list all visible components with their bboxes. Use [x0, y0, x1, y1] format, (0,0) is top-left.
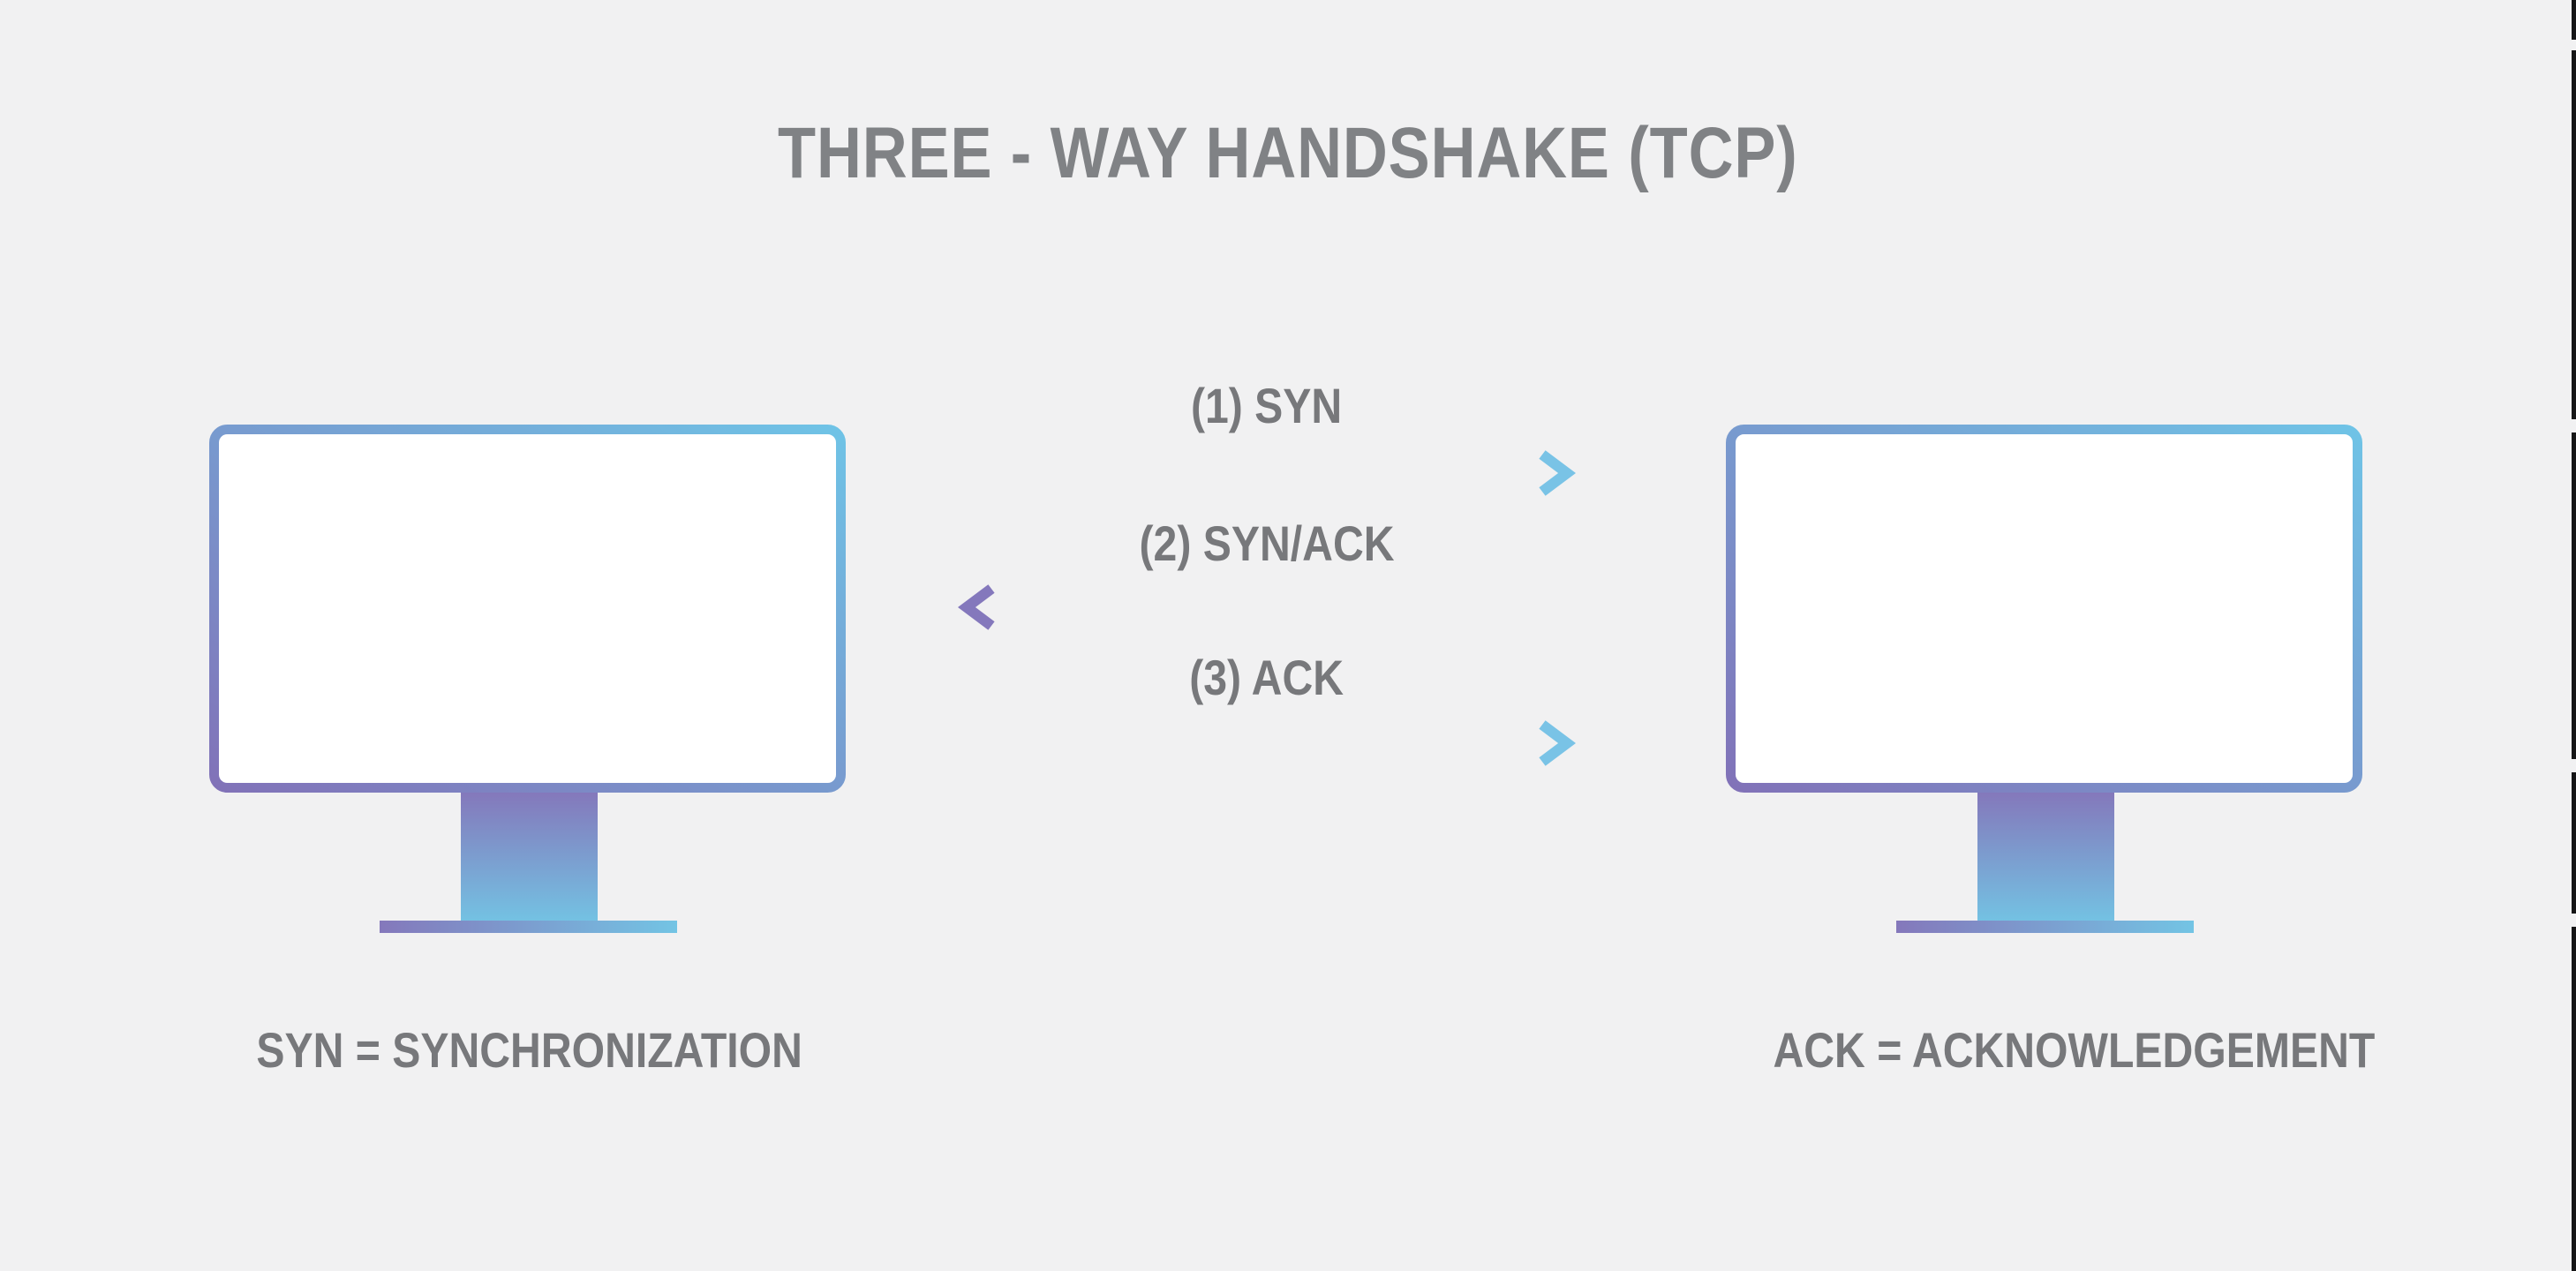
message-label-syn: (1) SYN [1191, 378, 1343, 433]
monitor-stand [461, 793, 598, 925]
message-label-ack: (3) ACK [1189, 650, 1344, 705]
server-monitor-icon [1726, 425, 2362, 933]
legend-ack: ACK = ACKNOWLEDGEMENT [1773, 1022, 2376, 1078]
monitor-stand [1977, 793, 2114, 925]
monitor-base [380, 921, 677, 933]
monitor-screen [209, 425, 846, 793]
arrow-right-syn-icon [958, 450, 1576, 496]
monitor-base [1896, 921, 2194, 933]
arrow-right-ack-icon [958, 720, 1576, 766]
message-label-synack: (2) SYN/ACK [1139, 515, 1395, 571]
page-title: THREE - WAY HANDSHAKE (TCP) [0, 117, 2576, 190]
page-title-text: THREE - WAY HANDSHAKE (TCP) [778, 113, 1798, 193]
arrow-left-synack-icon [958, 584, 1576, 630]
monitor-screen [1726, 425, 2362, 793]
client-monitor-icon [209, 425, 846, 933]
canvas-edge-line [2572, 0, 2576, 1271]
legend-syn: SYN = SYNCHRONIZATION [256, 1022, 803, 1078]
